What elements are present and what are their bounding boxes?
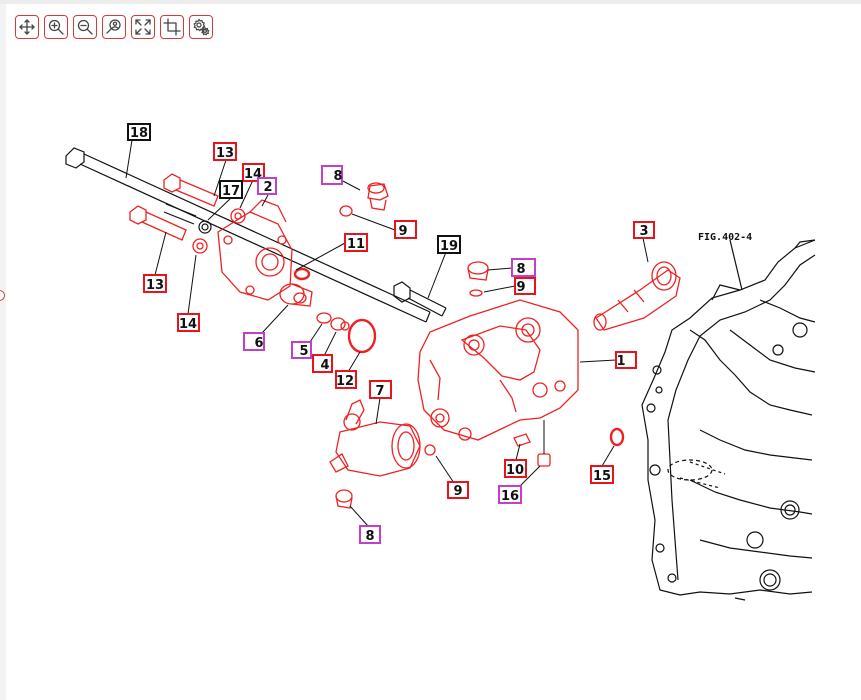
svg-text:5: 5: [299, 344, 308, 359]
callout-2[interactable]: 2: [257, 177, 277, 195]
svg-text:8: 8: [516, 262, 525, 277]
move-icon: [19, 19, 35, 35]
callout-3[interactable]: 3: [633, 221, 655, 239]
callout-14[interactable]: 14: [177, 313, 200, 332]
svg-text:11: 11: [347, 237, 365, 252]
crop-button[interactable]: [160, 15, 184, 39]
svg-text:15: 15: [593, 469, 611, 484]
svg-text:19: 19: [440, 239, 458, 254]
callout-17[interactable]: 17: [219, 180, 243, 199]
figure-label: FIG.402-4: [698, 232, 752, 243]
valve-parts: [129, 173, 681, 509]
settings-button[interactable]: [189, 15, 213, 39]
callout-12[interactable]: 12: [335, 370, 357, 389]
callout-8[interactable]: 8: [321, 165, 343, 185]
zoom-out-icon: [77, 19, 93, 35]
svg-text:17: 17: [222, 184, 240, 199]
svg-text:9: 9: [398, 224, 407, 239]
callout-16[interactable]: 16: [498, 485, 522, 504]
stud-17: [163, 203, 212, 234]
zoom-in-button[interactable]: [44, 15, 68, 39]
callout-15[interactable]: 15: [590, 465, 614, 484]
svg-text:3: 3: [639, 224, 648, 239]
callout-9[interactable]: 9: [394, 220, 417, 239]
fit-expand-icon: [135, 19, 151, 35]
callout-11[interactable]: 11: [344, 233, 368, 252]
svg-text:13: 13: [216, 146, 234, 161]
callout-14[interactable]: 14: [242, 163, 265, 182]
leader-lines: [125, 139, 649, 527]
gear-icon: [193, 18, 210, 36]
callout-4[interactable]: 4: [312, 354, 333, 373]
crop-icon: [163, 18, 181, 36]
callout-10[interactable]: 10: [504, 459, 527, 478]
callout-7[interactable]: 7: [369, 380, 392, 399]
o-rings: [293, 267, 625, 447]
svg-text:6: 6: [254, 336, 263, 351]
bolt-19: [393, 281, 447, 317]
callout-6[interactable]: 6: [243, 332, 265, 351]
svg-text:13: 13: [146, 278, 164, 293]
callout-18[interactable]: 18: [127, 123, 151, 141]
callout-9[interactable]: 9: [447, 481, 469, 499]
callout-5[interactable]: 5: [291, 341, 312, 359]
svg-text:8: 8: [333, 169, 342, 184]
callout-8[interactable]: 8: [511, 258, 536, 277]
svg-text:9: 9: [453, 484, 462, 499]
pan-button[interactable]: [15, 15, 39, 39]
viewer-toolbar: [15, 15, 213, 41]
svg-text:7: 7: [375, 384, 384, 399]
top-border: [0, 0, 861, 4]
callout-19[interactable]: 19: [437, 235, 461, 254]
left-border: [0, 4, 6, 700]
svg-text:16: 16: [501, 489, 519, 504]
zoom-user-icon: [106, 19, 121, 34]
svg-text:1: 1: [616, 354, 625, 369]
zoom-person-button[interactable]: [102, 15, 126, 39]
callouts: 18 13 14 17 2 8 9 11 19 8 9 3 13 14 6 5 …: [127, 123, 655, 544]
svg-text:18: 18: [130, 126, 148, 141]
long-bolt-18: [65, 147, 431, 323]
zoom-out-button[interactable]: [73, 15, 97, 39]
callout-1[interactable]: 1: [615, 351, 637, 369]
callout-13[interactable]: 13: [213, 142, 237, 161]
svg-text:10: 10: [506, 463, 524, 478]
svg-text:2: 2: [263, 180, 272, 195]
svg-text:4: 4: [320, 358, 329, 373]
callout-13[interactable]: 13: [143, 274, 167, 293]
svg-text:8: 8: [365, 529, 374, 544]
svg-text:12: 12: [336, 374, 354, 389]
transmission-housing: [641, 239, 816, 601]
callout-9[interactable]: 9: [514, 277, 536, 295]
svg-text:9: 9: [516, 280, 525, 295]
figure-label-group: FIG.402-4: [698, 232, 752, 291]
svg-text:14: 14: [179, 317, 197, 332]
fit-button[interactable]: [131, 15, 155, 39]
zoom-in-icon: [48, 19, 64, 35]
callout-8[interactable]: 8: [359, 525, 381, 544]
